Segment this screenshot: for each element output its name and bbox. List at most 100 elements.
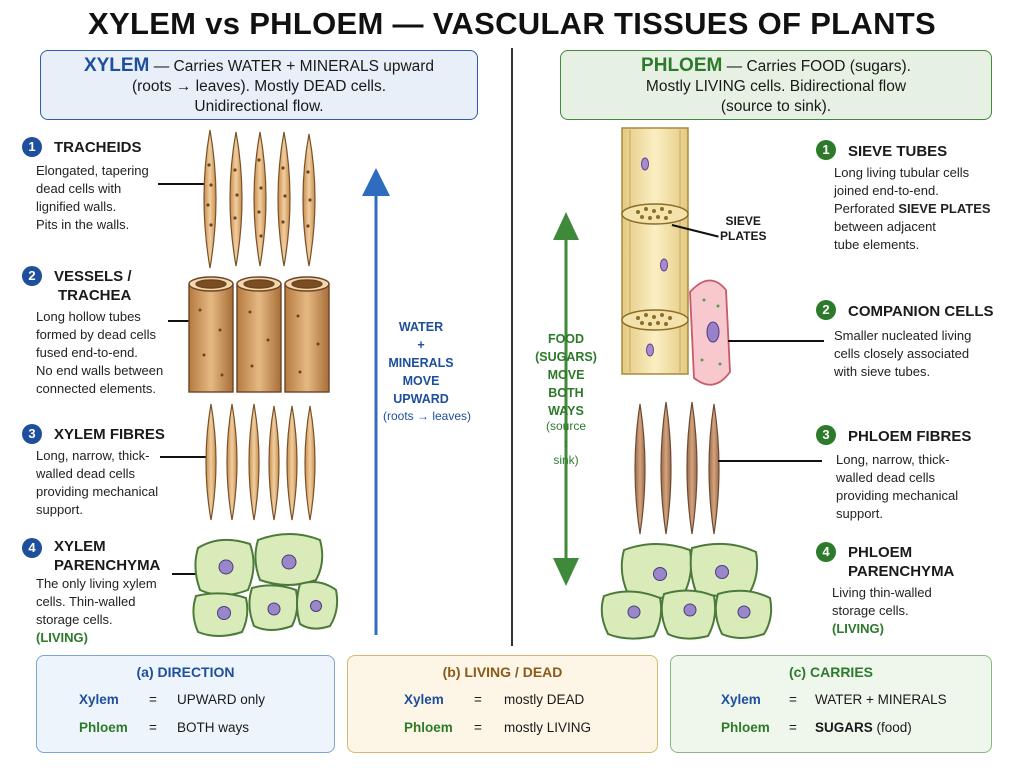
desc-bold: SIEVE PLATES: [898, 201, 991, 216]
label-line: MOVE: [402, 374, 440, 388]
living-tag: (LIVING): [832, 621, 884, 636]
living-tag: (LIVING): [36, 630, 88, 645]
phloem-item-1-title: SIEVE TUBES: [848, 143, 948, 160]
leader-line: [718, 460, 822, 462]
value-extra: (food): [872, 720, 912, 735]
xylem-item-1-title: TRACHEIDS: [54, 139, 142, 156]
phloem-item-4-number: 4: [816, 542, 836, 562]
label-line: sink): [553, 453, 579, 467]
comparison-phloem-label: Phloem: [404, 720, 453, 735]
xylem-header-line3: Unidirectional flow.: [194, 98, 324, 115]
title-line: PHLOEM: [848, 544, 913, 561]
phloem-item-3-number: 3: [816, 425, 836, 445]
sieve-pores: [636, 207, 672, 326]
value-bold: SUGARS: [815, 720, 873, 735]
comparison-phloem-label: Phloem: [79, 720, 128, 735]
desc-line: Smaller nucleated living: [834, 328, 972, 343]
label-line: SIEVE: [725, 214, 761, 228]
comparison-xylem-label: Xylem: [721, 692, 761, 707]
leader-line: [728, 340, 824, 342]
desc-line: storage cells.: [832, 603, 909, 618]
phloem-item-1-number: 1: [816, 140, 836, 160]
label-line: PLATES: [720, 229, 767, 243]
phloem-header-name: PHLOEM: [641, 55, 723, 76]
comparison-eq: =: [474, 720, 482, 735]
phloem-header-line1: — Carries FOOD (sugars).: [722, 58, 911, 75]
comparison-title: (c) CARRIES: [788, 664, 873, 680]
page-title: XYLEM vs PHLOEM — VASCULAR TISSUES OF PL…: [88, 6, 936, 41]
phloem-item-3-desc: Long, narrow, thick- walled dead cells p…: [836, 451, 958, 523]
desc-line: storage cells.: [36, 612, 113, 627]
title-line: VESSELS /: [54, 268, 132, 285]
label-line: ↕: [563, 436, 569, 450]
phloem-item-4-title: PHLOEM PARENCHYMA: [848, 543, 954, 581]
leader-line: [172, 573, 212, 575]
desc-line: Long hollow tubes: [36, 309, 141, 324]
xylem-fibre-cells: [205, 403, 316, 521]
xylem-item-3-title: XYLEM FIBRES: [54, 426, 165, 443]
center-divider: [511, 48, 513, 646]
desc-line: support.: [836, 506, 883, 521]
phloem-header-line3: (source to sink).: [720, 98, 832, 115]
desc-line: Long, narrow, thick-: [836, 452, 950, 467]
phloem-item-2-number: 2: [816, 300, 836, 320]
leader-line: [158, 183, 208, 185]
title-line: XYLEM: [54, 538, 106, 555]
label-line: WAYS: [548, 404, 584, 418]
comparison-xylem-value: mostly DEAD: [504, 692, 585, 707]
sieve-plastids: [641, 157, 668, 357]
label-line: MOVE: [547, 368, 585, 382]
xylem-item-1-desc: Elongated, tapering dead cells with lign…: [36, 162, 149, 234]
phloem-arrow-label: FOOD (SUGARS) MOVE BOTH WAYS: [530, 330, 602, 420]
xylem-item-2-title: VESSELS / TRACHEA: [54, 267, 132, 305]
desc-line: cells closely associated: [834, 346, 970, 361]
xylem-item-2-desc: Long hollow tubes formed by dead cells f…: [36, 308, 163, 398]
xylem-header-line2: (roots → leaves). Mostly DEAD cells.: [131, 78, 387, 95]
comparison-xylem-label: Xylem: [79, 692, 119, 707]
phloem-bidirectional-arrow: [553, 212, 579, 586]
vessel-tubes: [188, 276, 330, 393]
comparison-title: (b) LIVING / DEAD: [442, 664, 563, 680]
title-line: PARENCHYMA: [848, 563, 955, 580]
phloem-item-4-desc: Living thin-walled storage cells. (LIVIN…: [832, 584, 932, 638]
desc-line: lignified walls.: [36, 199, 117, 214]
comparison-phloem-label: Phloem: [721, 720, 770, 735]
xylem-item-1-number: 1: [22, 137, 42, 157]
label-line: +: [417, 338, 425, 352]
comparison-eq: =: [789, 692, 797, 707]
phloem-fibre-cells: [634, 401, 720, 535]
desc-line: No end walls between: [36, 363, 164, 378]
desc-line: tube elements.: [834, 237, 920, 252]
comparison-phloem-value: SUGARS (food): [815, 720, 912, 735]
comparison-eq: =: [789, 720, 797, 735]
label-line: UPWARD: [393, 392, 449, 406]
desc-line: providing mechanical: [36, 484, 159, 499]
sieve-plates: [621, 203, 689, 331]
xylem-arrow-sub: (roots → leaves): [382, 409, 472, 423]
desc-line: walled dead cells: [36, 466, 136, 481]
desc-line: walled dead cells: [836, 470, 936, 485]
comparison-xylem-value: UPWARD only: [177, 692, 266, 707]
vessel-pits: [198, 308, 320, 377]
tracheid-pits: [206, 158, 312, 238]
title-line: TRACHEA: [58, 287, 132, 304]
desc-line: fused end-to-end.: [36, 345, 138, 360]
xylem-arrow-label: WATER + MINERALS MOVE UPWARD: [376, 318, 466, 408]
comparison-xylem-label: Xylem: [404, 692, 444, 707]
desc-line: joined end-to-end.: [834, 183, 939, 198]
title-line: PARENCHYMA: [54, 557, 161, 574]
phloem-parenchyma-nuclei: [627, 565, 751, 619]
desc-line: dead cells with: [36, 181, 122, 196]
comparison-title: (a) DIRECTION: [136, 664, 235, 680]
comparison-xylem-value: WATER + MINERALS: [815, 692, 947, 707]
xylem-item-3-desc: Long, narrow, thick- walled dead cells p…: [36, 447, 158, 519]
leader-line: [160, 456, 208, 458]
desc-line: Elongated, tapering: [36, 163, 149, 178]
comparison-carries: (c) CARRIES Xylem = WATER + MINERALS Phl…: [670, 655, 992, 753]
comparison-phloem-value: mostly LIVING: [504, 720, 592, 735]
comparison-eq: =: [474, 692, 482, 707]
desc-line: connected elements.: [36, 381, 156, 396]
phloem-header-line2: Mostly LIVING cells. Bidirectional flow: [645, 78, 907, 95]
desc-line: Long, narrow, thick-: [36, 448, 150, 463]
